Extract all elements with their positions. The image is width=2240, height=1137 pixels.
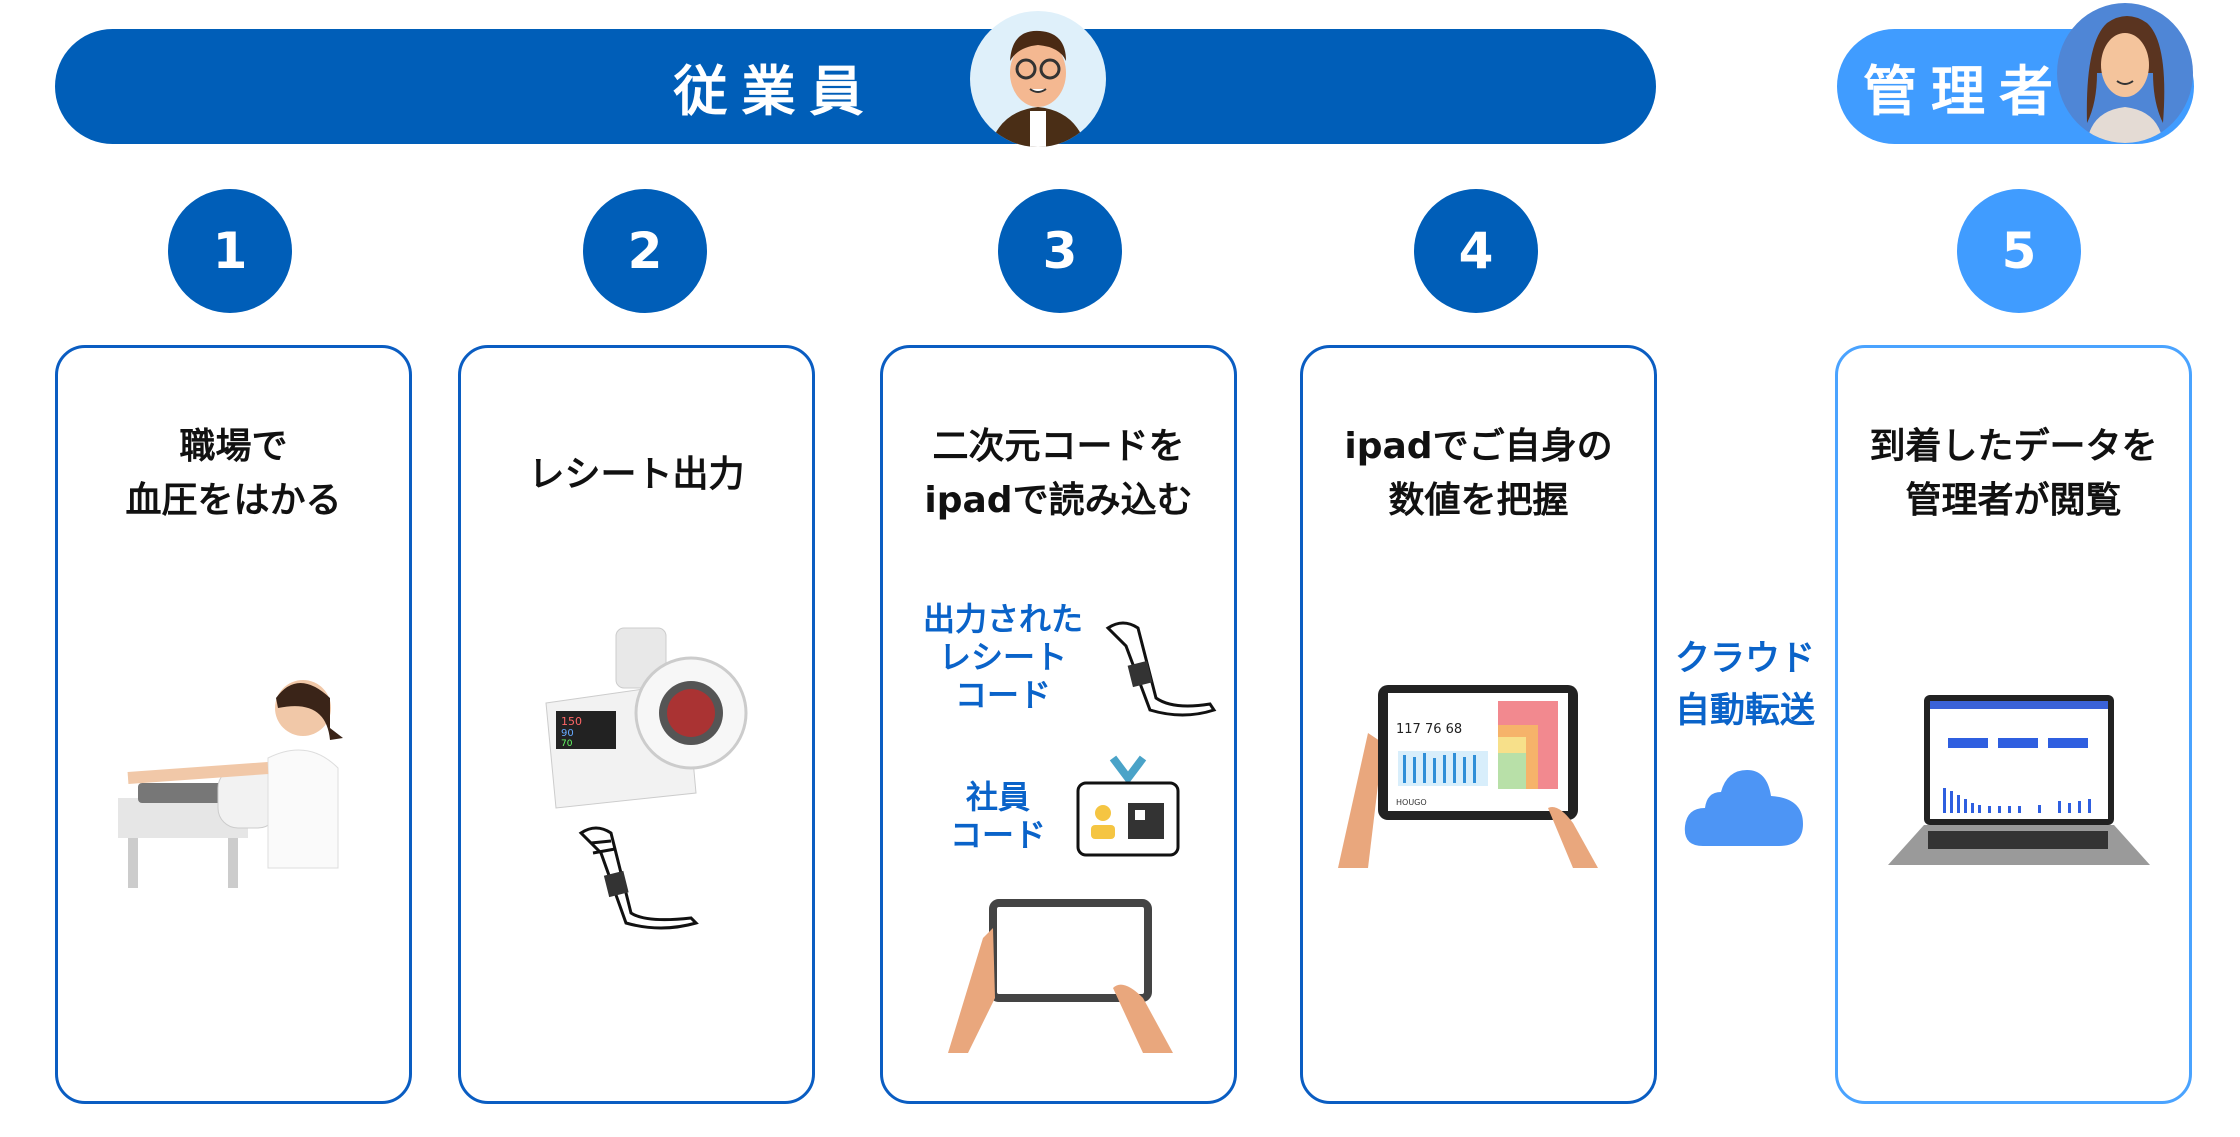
label-line: レシート bbox=[938, 638, 1067, 676]
label-line: コード bbox=[949, 816, 1046, 854]
employee-code-label: 社員コード bbox=[903, 778, 1093, 854]
cloud-transfer-label: クラウド自動転送 bbox=[1665, 633, 1825, 737]
label-line: コード bbox=[954, 676, 1051, 714]
transfer-line: クラウド bbox=[1674, 639, 1815, 679]
receipt-icon bbox=[578, 826, 699, 930]
title-line: ipadでご自身の bbox=[1344, 426, 1613, 467]
label-line: 出力された bbox=[922, 600, 1083, 638]
receipt-code-label: 出力されたレシートコード bbox=[903, 600, 1103, 714]
title-line: 職場で bbox=[179, 426, 288, 467]
monitor-sbp: 150 bbox=[561, 715, 582, 728]
step-title: レシート出力 bbox=[461, 448, 812, 502]
step-title: 職場で血圧をはかる bbox=[58, 420, 409, 528]
tablet-brand: HOUGO bbox=[1396, 798, 1427, 807]
title-line: 管理者が閲覧 bbox=[1905, 480, 2122, 521]
manager-avatar bbox=[2057, 3, 2193, 143]
step-card-4: ipadでご自身の数値を把握 117 76 68 HOUGO bbox=[1300, 345, 1657, 1104]
manager-label: 管理者 bbox=[1863, 60, 2067, 123]
step-title: ipadでご自身の数値を把握 bbox=[1303, 420, 1654, 528]
step-number-4: 4 bbox=[1414, 189, 1538, 313]
employee-avatar bbox=[970, 11, 1106, 147]
monitor-dbp: 90 bbox=[561, 728, 574, 739]
employee-id-card-icon bbox=[1076, 755, 1180, 857]
monitor-pulse: 70 bbox=[561, 739, 573, 749]
step-number-1: 1 bbox=[168, 189, 292, 313]
title-line: ipadで読み込む bbox=[924, 480, 1193, 521]
step-title: 二次元コードを ipadで読み込む bbox=[883, 420, 1234, 528]
step-card-5: 到着したデータを管理者が閲覧 bbox=[1835, 345, 2192, 1104]
title-line: 到着したデータを bbox=[1869, 426, 2158, 467]
label-line: 社員 bbox=[965, 778, 1030, 816]
employee-banner: 従業員 bbox=[55, 29, 1656, 144]
step-number-3: 3 bbox=[998, 189, 1122, 313]
blood-pressure-measurement-illustration bbox=[118, 680, 343, 888]
step-number-2: 2 bbox=[583, 189, 707, 313]
receipt-qr-icon bbox=[1105, 621, 1217, 717]
title-line: レシート出力 bbox=[528, 454, 745, 495]
title-line: 血圧をはかる bbox=[125, 480, 342, 521]
step-card-1: 職場で血圧をはかる bbox=[55, 345, 412, 1104]
tablet-hands-illustration bbox=[948, 899, 1173, 1053]
step-title: 到着したデータを管理者が閲覧 bbox=[1838, 420, 2189, 528]
title-line: 二次元コードを bbox=[932, 426, 1185, 467]
tablet-results-illustration: 117 76 68 HOUGO bbox=[1338, 685, 1598, 868]
step-number-5: 5 bbox=[1957, 189, 2081, 313]
tablet-values: 117 76 68 bbox=[1396, 722, 1462, 737]
employee-label: 従業員 bbox=[673, 60, 878, 123]
laptop-dashboard-illustration bbox=[1888, 695, 2150, 865]
title-line: 数値を把握 bbox=[1388, 480, 1569, 521]
transfer-line: 自動転送 bbox=[1674, 691, 1815, 731]
cloud-icon bbox=[1684, 770, 1803, 846]
